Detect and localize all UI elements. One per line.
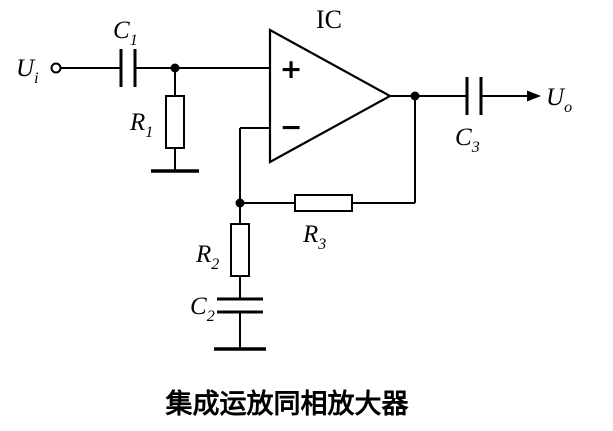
label-c3: C3 [455,124,480,156]
label-input-ui: Ui [16,55,39,87]
capacitor-c2 [217,297,263,314]
opamp-body [268,28,393,164]
caption: 集成运放同相放大器 [165,388,410,420]
capacitor-c1 [119,49,137,87]
label-output-uo: Uo [546,84,572,116]
opamp-minus-sign: − [280,112,303,143]
label-ic: IC [316,5,342,34]
capacitor-c3 [465,77,483,115]
resistor-r1 [165,95,185,149]
label-r1: R1 [129,109,153,141]
opamp-plus-sign: + [280,54,303,85]
label-c1: C1 [113,17,138,49]
label-r3: R3 [302,221,326,253]
output-arrow-icon [527,90,541,102]
label-c2: C2 [190,293,215,325]
resistor-r2 [230,223,250,277]
resistor-r3 [294,194,353,212]
label-r2: R2 [195,241,219,273]
input-terminal [50,62,62,74]
